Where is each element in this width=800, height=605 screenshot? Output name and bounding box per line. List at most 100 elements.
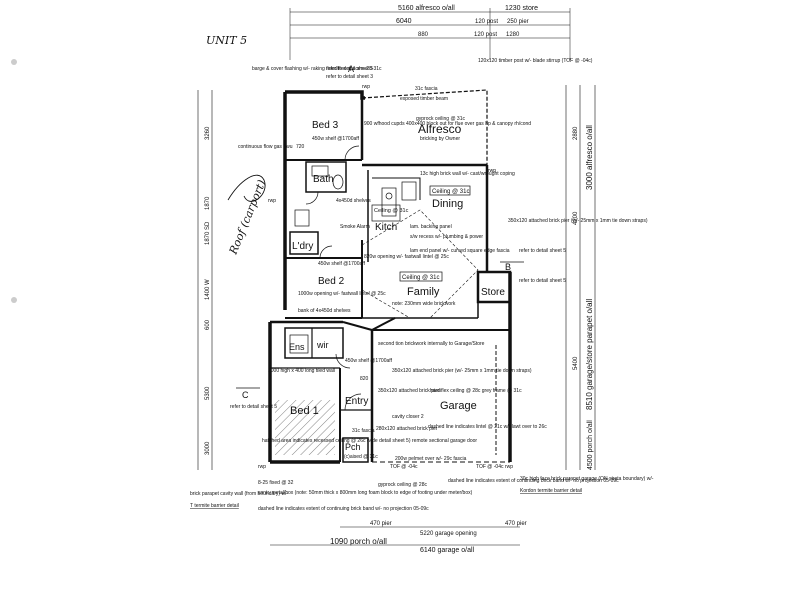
- room-kitchen: Kitch: [375, 222, 397, 233]
- annotations: barge & cover flashing w/- raking fixed/…: [238, 58, 648, 488]
- dim-pier-right: 470 pier: [505, 521, 527, 527]
- note-pelmet: 200w pelmet over w/- 29c fascia: [395, 456, 467, 462]
- left-dimensions: 3260 1870 1870 SD 1400 W 600 5300 3000: [197, 90, 213, 470]
- dim-pier-left: 470 pier: [370, 521, 392, 527]
- dim-right-run: 880: [418, 32, 429, 38]
- note-ref-top: refer to detail sheet 3: [326, 74, 373, 80]
- handwritten-scribble: [227, 174, 266, 202]
- note-attached-pier: 350x120 attached brick pier (w/- 25mm x …: [508, 218, 648, 224]
- dim-left-run: 6040: [396, 18, 412, 25]
- dim-r3: 5400: [573, 356, 579, 370]
- note-post: 120x120 timber post w/- blade stirrup (T…: [478, 58, 593, 64]
- ceiling-family: Ceiling @ 31c: [402, 275, 439, 281]
- ceiling-kitchen: Ceiling @ 31c: [374, 208, 409, 214]
- ceiling-tags: Ceiling @ 31c Ceiling @ 31c Ceiling @ 31…: [371, 185, 471, 282]
- note-smoke-alarm: Smoke Alarm: [340, 224, 370, 230]
- note-termite-left: T termite barrier detail: [190, 503, 239, 509]
- bottom-notes: brick parapet cavity wall (from boundary…: [190, 476, 654, 512]
- note-rwp-1: rwp: [362, 84, 370, 90]
- dim-v6: 5300: [205, 386, 211, 400]
- punch-hole: [11, 297, 17, 303]
- note-closer: cavity closer 2: [392, 414, 424, 420]
- room-porch: Pch: [345, 442, 361, 452]
- dim-post-1: 120 post: [475, 19, 498, 25]
- dim-alfresco-overall-right: 3000 alfresco o/all: [585, 125, 594, 190]
- note-gyprock-ceiling: gyprock ceiling @ 31c: [416, 116, 465, 122]
- dim-garage-opening: 5220 garage opening: [420, 531, 477, 537]
- note-return-panel: lam end panel w/- curved square edge fas…: [410, 248, 510, 254]
- section-a: A: [348, 64, 354, 74]
- note-plumbing: s/w recess w/- plumbing & power: [410, 234, 483, 240]
- dim-pier: 250 pier: [507, 19, 529, 25]
- note-long-wall: 1000 high x 400 long tiled wall: [268, 368, 335, 374]
- dim-post-2: 120 post: [474, 32, 497, 38]
- ceiling-dining: Ceiling @ 31c: [432, 189, 469, 195]
- dim-v1: 3260: [205, 126, 211, 140]
- note-control-joint: contr. metal/box (note: 50mm thick x 800…: [258, 490, 473, 496]
- note-ref-sheet5: refer to detail sheet 5: [519, 248, 566, 254]
- note-hardiflex: hardiflex ceiling @ 28c grey frame @ 31c: [430, 388, 522, 394]
- note-opening-1000: 1000w opening w/- fastwall lintel @ 25c: [298, 291, 386, 297]
- right-dimensions: 3000 alfresco o/all 8510 garage/store pa…: [565, 85, 596, 470]
- dim-store-overall: 1230 store: [505, 5, 538, 12]
- note-barge: barge & cover flashing w/- raking fixed/…: [252, 66, 382, 72]
- note-hatched: hatched area indicates recessed ceiling …: [262, 438, 411, 444]
- bottom-dimensions: 470 pier 5220 garage opening 470 pier 10…: [270, 521, 527, 554]
- note-bricking: bricking by Owner: [420, 136, 460, 142]
- room-wir: wir: [316, 340, 329, 350]
- note-shelf-bed2: 450w shelf @1700aff: [318, 261, 366, 267]
- note-pier-350: 350x120 attached brick pier: [378, 388, 440, 394]
- room-labels: Bed 3 Alfresco Bath Dining Kitch L'dry B…: [289, 120, 505, 452]
- note-dashed-right: dashed line indicates extent of continui…: [448, 478, 619, 484]
- dim-r2: 4200: [573, 211, 579, 225]
- section-markers: A B C refer to detail sheet 5 refer to d…: [230, 64, 566, 410]
- note-attached-pier-2: 350x120 attached brick pier (w/- 25mm x …: [392, 368, 532, 374]
- note-parapet-left: brick parapet cavity wall (from boundary…: [190, 491, 288, 497]
- note-brickwork: note: 230mm wide brickwork: [392, 301, 456, 307]
- room-bed2: Bed 2: [318, 276, 345, 287]
- note-fascia-top: 31c fascia: [415, 86, 438, 92]
- dim-v2: 1870: [205, 196, 211, 210]
- punch-hole: [11, 59, 17, 65]
- section-c-ref: refer to detail sheet 5: [230, 404, 277, 410]
- dim-store-sub: 1280: [506, 32, 520, 38]
- spot-720: 720: [296, 144, 305, 150]
- note-rwp-4: rwp: [258, 464, 266, 470]
- dim-v5: 600: [205, 319, 211, 330]
- note-stairs: 8-25 fixed @ 32: [258, 480, 294, 486]
- note-termite-right: Kordon termite barrier detail: [520, 488, 582, 494]
- note-pch: (c)aised @ 31c: [344, 454, 378, 460]
- note-attached-pier-3: 280x120 attached brick pier: [376, 426, 438, 432]
- top-dimensions: 5160 alfresco o/all 1230 store 6040 120 …: [289, 5, 571, 60]
- room-bed3: Bed 3: [312, 120, 339, 131]
- section-a-ref: refer to detail sheet 5: [326, 66, 373, 72]
- door-swings: [305, 145, 362, 411]
- note-dashed-lintel: dashed line indicates lintel @ 21c w/- l…: [428, 424, 547, 430]
- walls: [268, 89, 512, 464]
- room-dining: Dining: [432, 198, 463, 210]
- note-shelf-bed3: 450w shelf @1700aff: [312, 136, 360, 142]
- note-exposed-beam: exposed timber beam: [400, 96, 448, 102]
- note-glass-backing: lam. backing panel: [410, 224, 452, 230]
- room-family: Family: [407, 286, 440, 298]
- dim-porch-overall: 1090 porch o/all: [330, 537, 387, 546]
- note-shelves-4x: 4x450d shelves: [336, 198, 371, 204]
- note-gas-flue: continuous flow gas hwu: [238, 144, 293, 150]
- note-shelf-wir: 450w shelf @1700aff: [345, 358, 393, 364]
- room-bath: Bath: [313, 174, 334, 185]
- spot-820: 820: [360, 376, 369, 382]
- room-alfresco: Alfresco: [418, 122, 462, 136]
- room-garage: Garage: [440, 400, 477, 412]
- note-tof-left: TOF @ -04c: [390, 464, 418, 470]
- note-fascia-porch: 31c fascia: [352, 428, 375, 434]
- room-ens: Ens: [289, 342, 305, 352]
- dim-porch-overall-right: 4500 porch o/all: [587, 420, 594, 470]
- note-opening-bed2: 820w opening w/- fastwall lintel @ 25c: [364, 254, 449, 260]
- dim-alfresco-overall: 5160 alfresco o/all: [398, 5, 455, 12]
- dim-v4: 1400 W: [205, 279, 211, 300]
- note-gas: 900 wfhood cupds 400x400 block out for f…: [364, 121, 531, 127]
- note-rwp-3: rwp: [268, 198, 276, 204]
- room-bed1: Bed 1: [290, 405, 319, 417]
